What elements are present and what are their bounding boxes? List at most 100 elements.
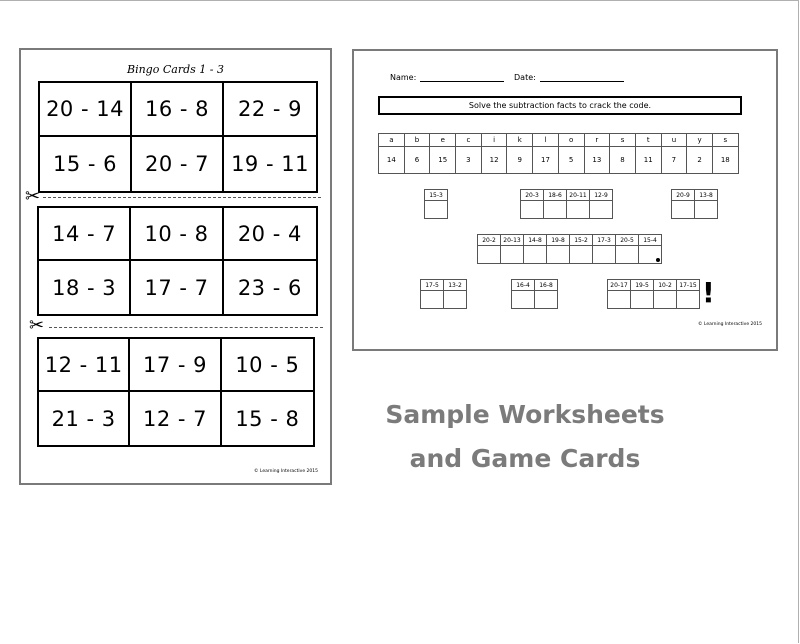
- bingo-cell: 20 - 14: [40, 83, 132, 137]
- exclamation-mark: !: [702, 276, 715, 309]
- bingo-cell: 17 - 9: [130, 339, 222, 392]
- key-number: 6: [403, 146, 431, 174]
- answer-box[interactable]: [523, 245, 547, 264]
- word-group-4: 20-2 20-13 14-8 19-8 15-2 17-3 20-5 15-4: [477, 234, 662, 264]
- scissors-icon: ✂: [29, 315, 45, 336]
- problem-label: 13-2: [443, 279, 467, 291]
- problem-label: 20-2: [477, 234, 501, 246]
- code-key-table: a b e c i k l o r s t u y s 14 6 15 3 12…: [378, 133, 739, 174]
- answer-box[interactable]: [500, 245, 524, 264]
- answer-box[interactable]: [653, 290, 677, 309]
- key-number: 15: [429, 146, 457, 174]
- bingo-cell: 14 - 7: [39, 208, 132, 261]
- caption-line-2: and Game Cards: [409, 444, 641, 473]
- name-label: Name:: [390, 73, 417, 82]
- word-group-3: 20-9 13-8: [671, 189, 718, 219]
- bingo-cell: 20 - 7: [132, 137, 224, 191]
- date-label: Date:: [514, 73, 536, 82]
- answer-box[interactable]: [420, 290, 444, 309]
- problem-label: 17-5: [420, 279, 444, 291]
- key-letter: o: [557, 133, 585, 147]
- problem-label: 16-8: [534, 279, 558, 291]
- key-number: 17: [532, 146, 559, 174]
- problem-label: 12-9: [589, 189, 613, 201]
- answer-box[interactable]: [546, 245, 570, 264]
- key-letter: k: [506, 133, 534, 147]
- problem-label: 14-8: [523, 234, 547, 246]
- caption: Sample Worksheets and Game Cards: [360, 393, 690, 481]
- answer-box[interactable]: [589, 200, 613, 219]
- bingo-card-3: 12 - 11 17 - 9 10 - 5 21 - 3 12 - 7 15 -…: [37, 337, 315, 447]
- key-number: 12: [480, 146, 508, 174]
- bingo-cell: 12 - 11: [39, 339, 131, 392]
- bingo-cell: 20 - 4: [223, 208, 316, 261]
- answer-box[interactable]: [477, 245, 501, 264]
- bingo-cell: 15 - 6: [40, 137, 132, 191]
- bingo-cell: 21 - 3: [39, 392, 131, 445]
- key-letter: s: [609, 133, 636, 147]
- bingo-cell: 10 - 8: [131, 208, 224, 261]
- problem-label: 19-5: [630, 279, 654, 291]
- bingo-cell: 15 - 8: [235, 406, 300, 431]
- problem-label: 10-2: [653, 279, 677, 291]
- bingo-cell: 23 - 6: [237, 275, 302, 300]
- problem-label: 20-13: [500, 234, 524, 246]
- key-letter: u: [660, 133, 688, 147]
- bingo-cards-page: Bingo Cards 1 - 3 20 - 14 16 - 8 22 - 9 …: [19, 48, 332, 485]
- answer-box[interactable]: [615, 245, 639, 264]
- word-group-2: 20-3 18-6 20-11 12-9: [520, 189, 613, 219]
- bingo-cell: 19 - 11: [231, 152, 309, 176]
- copyright-text: © Learning Interactive 2015: [253, 469, 318, 474]
- key-number: 11: [634, 146, 662, 174]
- key-number: 9: [506, 146, 534, 174]
- problem-label: 18-6: [543, 189, 567, 201]
- caption-line-1: Sample Worksheets: [385, 400, 665, 429]
- name-blank: [420, 73, 505, 82]
- instructions-text: Solve the subtraction facts to crack the…: [468, 101, 652, 110]
- key-letter: l: [532, 133, 559, 147]
- problem-label: 20-11: [566, 189, 590, 201]
- problem-label: 15-3: [424, 189, 448, 201]
- answer-box[interactable]: [566, 200, 590, 219]
- period-mark: [656, 258, 660, 262]
- code-worksheet-page: Name: Date: Solve the subtraction facts …: [352, 49, 778, 351]
- key-number: 13: [583, 146, 611, 174]
- answer-box[interactable]: [676, 290, 700, 309]
- answer-box[interactable]: [694, 200, 718, 219]
- problem-label: 17-3: [592, 234, 616, 246]
- key-number: 8: [609, 146, 636, 174]
- answer-box[interactable]: [592, 245, 616, 264]
- key-letter: r: [583, 133, 611, 147]
- answer-box[interactable]: [443, 290, 467, 309]
- bingo-card-2: 14 - 7 10 - 8 20 - 4 18 - 3 17 - 7 23 - …: [37, 206, 318, 316]
- key-letter: b: [403, 133, 431, 147]
- problem-label: 20-5: [615, 234, 639, 246]
- answer-box[interactable]: [607, 290, 631, 309]
- key-number: 14: [378, 146, 405, 174]
- cut-line: [43, 197, 321, 198]
- name-row: Name:: [390, 73, 505, 82]
- problem-label: 20-3: [520, 189, 544, 201]
- answer-box[interactable]: [534, 290, 558, 309]
- bingo-cell: 12 - 7: [130, 392, 222, 445]
- answer-box[interactable]: [671, 200, 695, 219]
- answer-box[interactable]: [424, 200, 448, 219]
- answer-box[interactable]: [520, 200, 544, 219]
- problem-label: 17-15: [676, 279, 700, 291]
- problem-label: 20-17: [607, 279, 631, 291]
- answer-box[interactable]: [543, 200, 567, 219]
- key-letter: e: [429, 133, 457, 147]
- problem-label: 16-4: [511, 279, 535, 291]
- answer-box[interactable]: [569, 245, 593, 264]
- answer-box[interactable]: [511, 290, 535, 309]
- problem-label: 19-8: [546, 234, 570, 246]
- instructions-box: Solve the subtraction facts to crack the…: [378, 96, 742, 115]
- word-group-7: 20-17 19-5 10-2 17-15: [607, 279, 700, 309]
- scissors-icon: ✂: [25, 186, 41, 207]
- answer-box[interactable]: [630, 290, 654, 309]
- bingo-title: Bingo Cards 1 - 3: [127, 63, 224, 76]
- key-letters-row: a b e c i k l o r s t u y s: [378, 133, 739, 147]
- key-letter: t: [634, 133, 662, 147]
- problem-label: 20-9: [671, 189, 695, 201]
- problem-label: 15-2: [569, 234, 593, 246]
